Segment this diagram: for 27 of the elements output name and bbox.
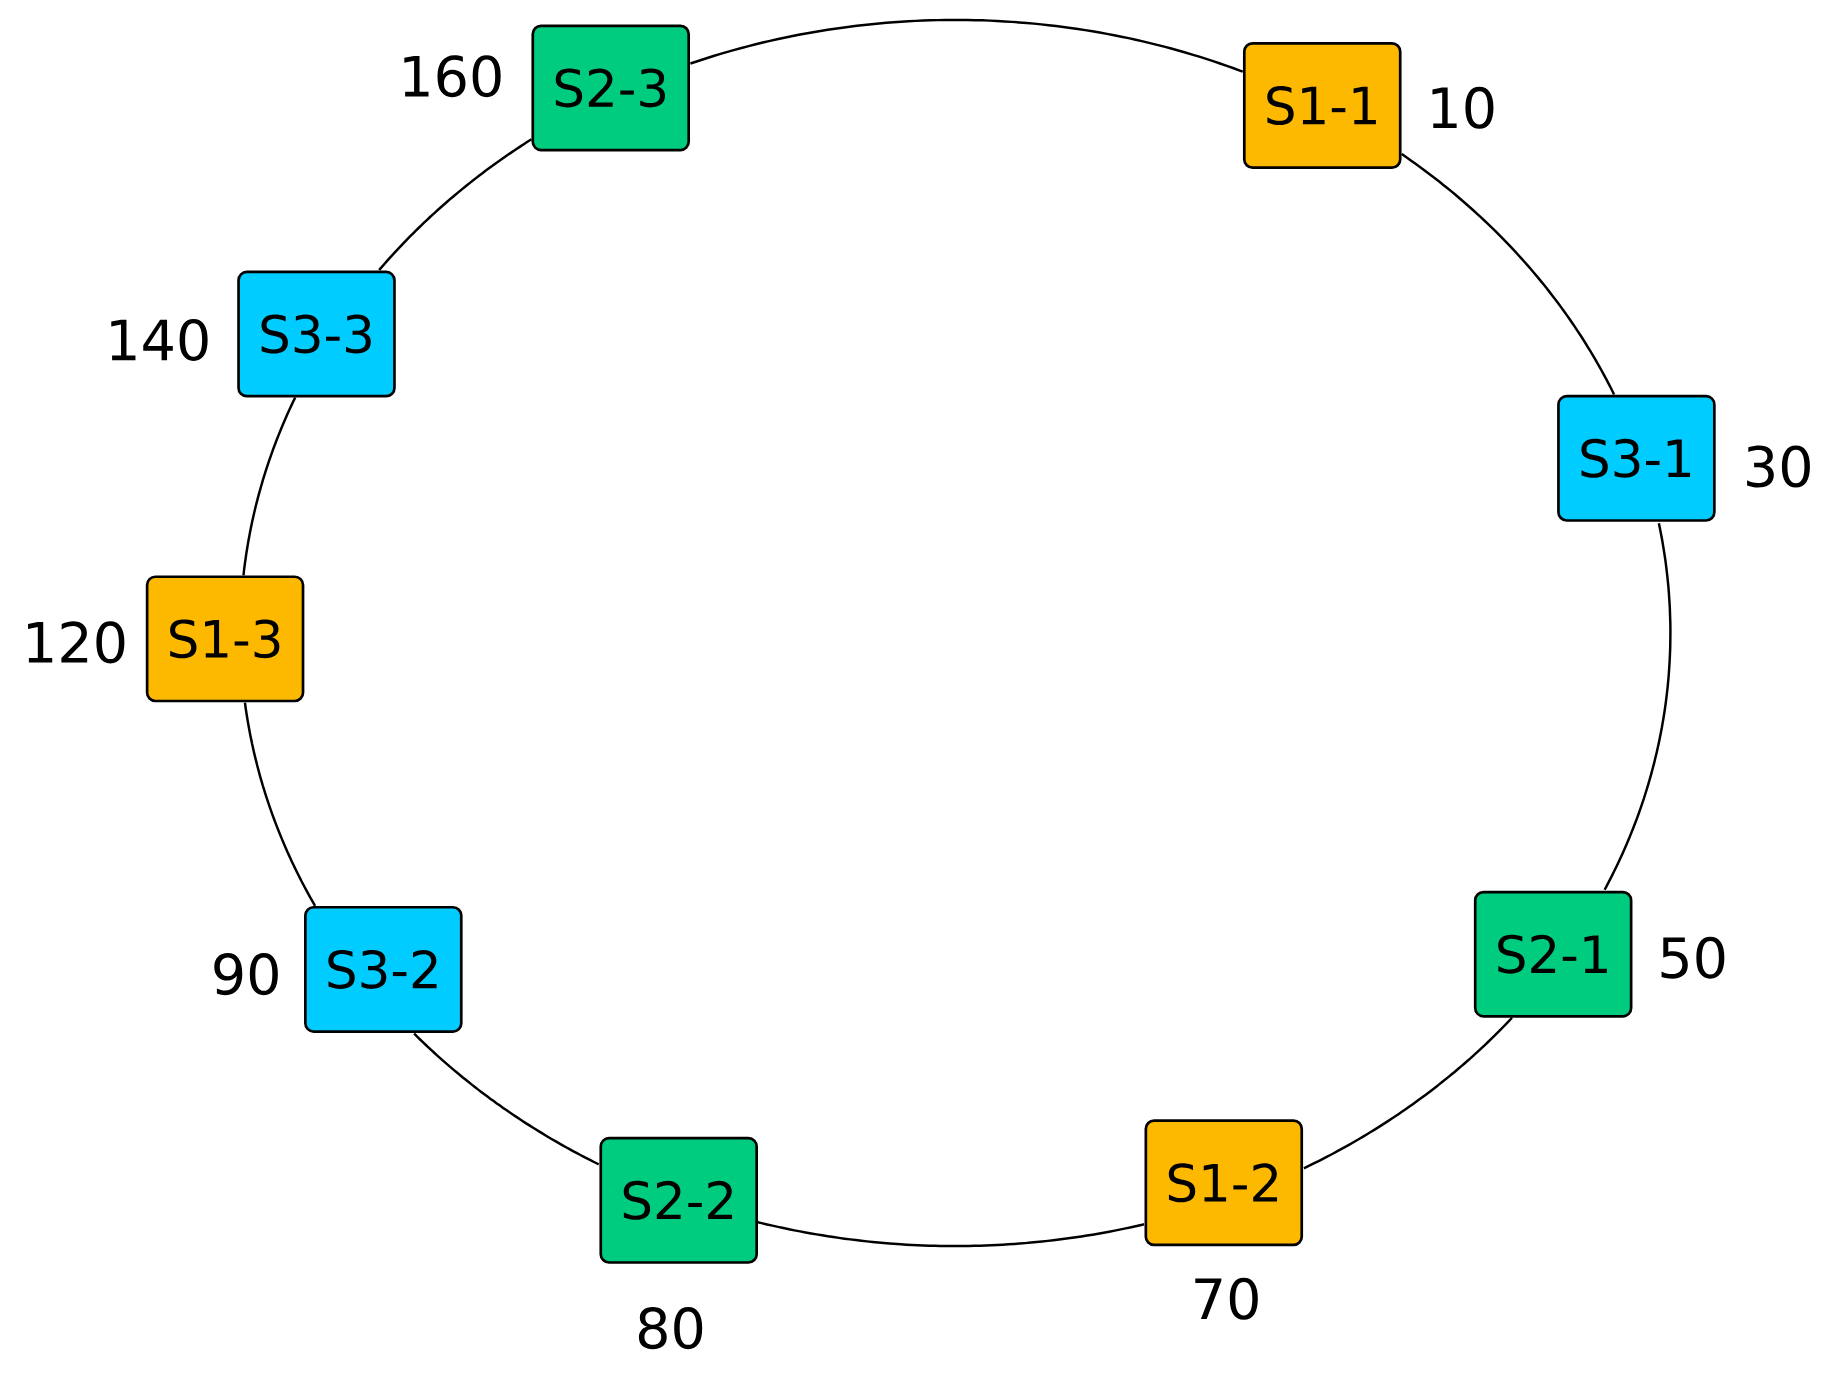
- position-label: 140: [111, 318, 208, 361]
- ring-arc: [690, 18, 1244, 73]
- position-label: 120: [28, 621, 125, 664]
- server-box: S1-1: [1242, 41, 1402, 169]
- server-box: S3-1: [1557, 394, 1716, 522]
- ring-arc: [242, 396, 297, 576]
- server-box: S3-3: [237, 270, 396, 398]
- server-box: S1-3: [145, 575, 305, 703]
- server-box: S3-2: [304, 905, 463, 1033]
- ring-arc: [1303, 1016, 1513, 1170]
- position-label: 80: [638, 1306, 703, 1349]
- server-box: S2-1: [1473, 890, 1633, 1018]
- ring-arc: [378, 138, 533, 271]
- ring-arc: [1603, 522, 1672, 891]
- position-label: 30: [1747, 445, 1810, 488]
- server-box: S1-2: [1144, 1119, 1304, 1247]
- server-box: S2-3: [531, 24, 690, 152]
- server-box: S2-2: [599, 1136, 758, 1264]
- position-label: 50: [1661, 936, 1725, 979]
- ring-arc: [243, 702, 317, 907]
- ring-arc: [757, 1220, 1145, 1248]
- position-label: 10: [1432, 86, 1494, 129]
- position-label: 70: [1195, 1277, 1258, 1320]
- ring-arc: [413, 1032, 600, 1166]
- position-label: 160: [404, 55, 501, 98]
- ring-arc: [1400, 152, 1616, 395]
- position-label: 90: [214, 952, 278, 995]
